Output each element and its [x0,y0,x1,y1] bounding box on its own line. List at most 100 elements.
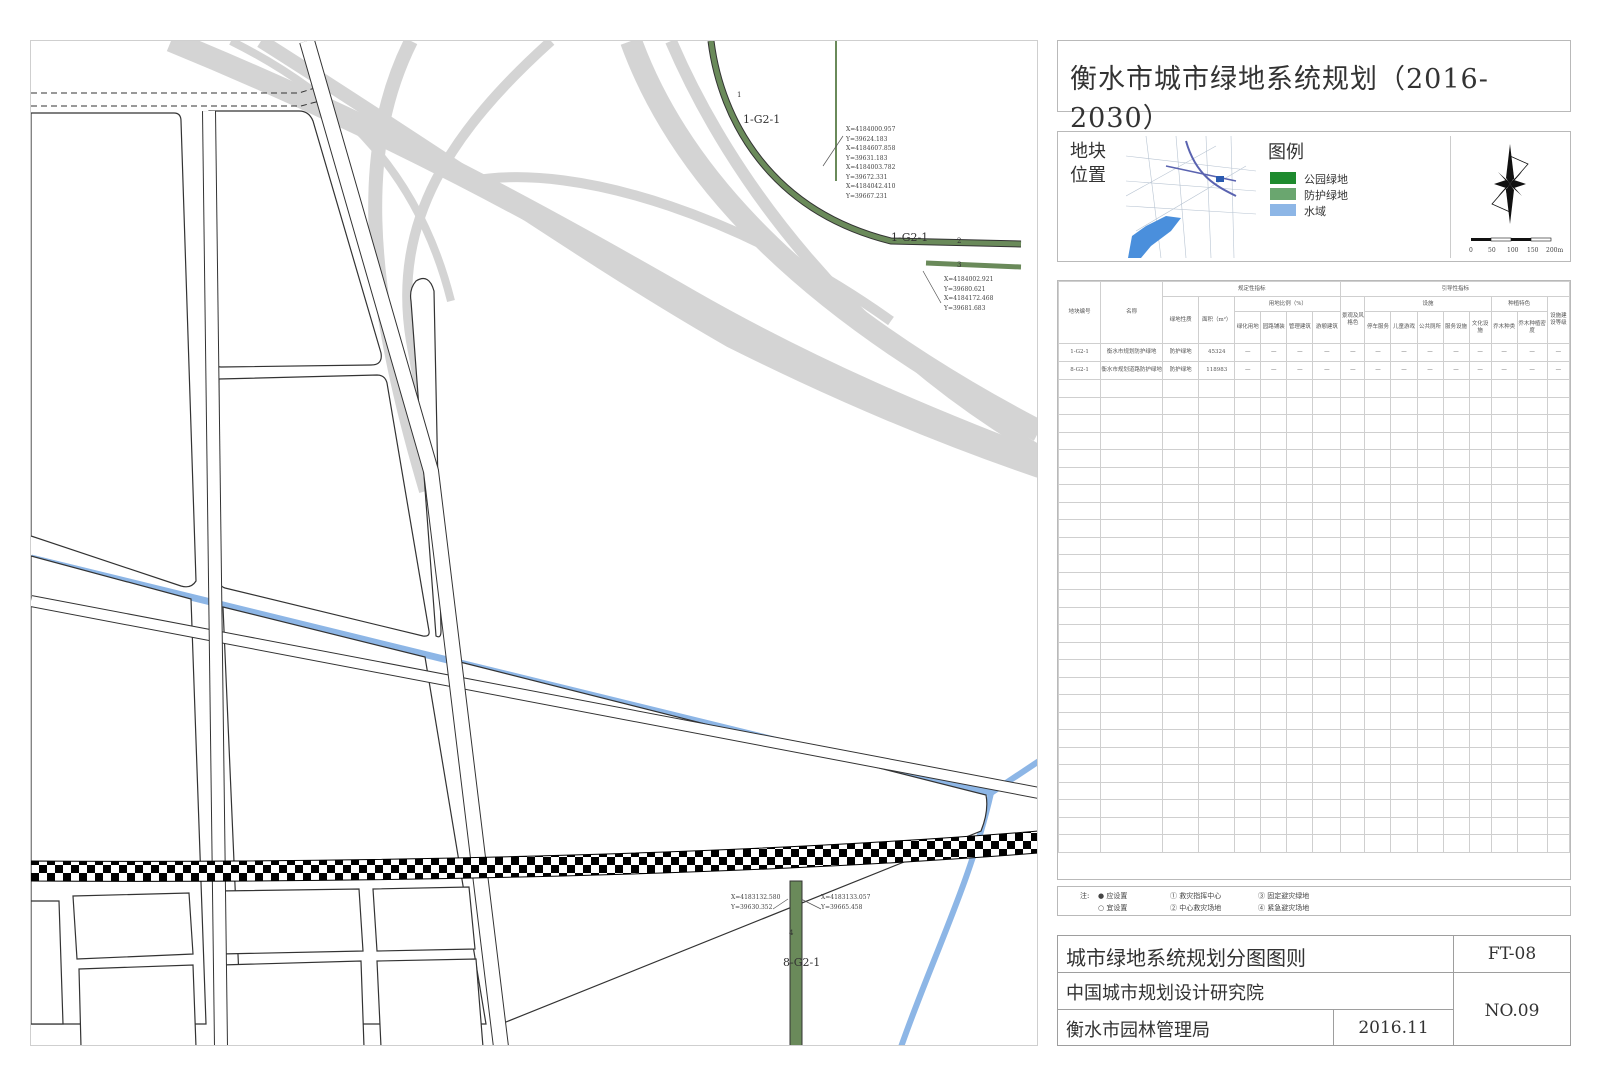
table-cell [1057,414,1102,433]
table-cell [1234,781,1262,800]
table-cell [1162,554,1200,573]
table-cell [1490,799,1518,818]
table-cell [1198,606,1236,625]
table-cell [1416,711,1444,730]
table-cell [1390,816,1418,835]
table-cell [1442,466,1470,485]
location-mini-map[interactable] [1126,136,1256,258]
table-cell [1490,431,1518,450]
table-cell [1162,624,1200,643]
road-diagonal-fill [300,41,508,1045]
legend-label: 水域 [1304,205,1326,218]
table-cell [1260,606,1288,625]
table-cell [1390,519,1418,538]
table-cell [1490,781,1518,800]
coordinate-list-top: X=4184000.957 Y=39624.183 X=4184607.858 … [846,125,895,201]
table-cell: — [1364,361,1392,380]
table-cell [1416,431,1444,450]
table-cell [1234,571,1262,590]
marker-label: 4 [789,929,794,937]
coord-value: Y=39630.352 [731,903,773,911]
table-cell [1260,781,1288,800]
table-cell [1100,624,1164,643]
table-cell [1490,501,1518,520]
table-cell [1364,466,1392,485]
table-cell [1416,466,1444,485]
table-cell [1364,554,1392,573]
coord-value: X=4184607.858 [846,145,896,152]
table-cell [1390,659,1418,678]
table-cell [1546,501,1571,520]
table-empty-row [1057,571,1571,590]
table-cell [1260,466,1288,485]
map-canvas[interactable]: 1-G2-1 1-G2-1 8-G2-1 1 2 3 4 X=4184000.9… [30,40,1038,1046]
table-cell [1260,799,1288,818]
table-cell [1234,816,1262,835]
table-cell [1340,659,1366,678]
table-cell [1162,676,1200,695]
table-cell [1286,746,1314,765]
table-cell [1416,816,1444,835]
table-cell: — [1390,361,1418,380]
table-cell [1057,449,1102,468]
col-header: 绿化用地 [1234,311,1262,344]
table-cell [1442,571,1470,590]
table-cell [1312,659,1342,678]
table-cell [1490,816,1518,835]
table-cell [1234,501,1262,520]
table-cell [1442,659,1470,678]
location-label: 地块位置 [1070,141,1106,186]
table-cell [1312,536,1342,555]
scale-label: 150 [1527,247,1539,254]
table-cell [1390,694,1418,713]
table-cell [1442,589,1470,608]
table-cell [1198,676,1236,695]
table-cell [1468,711,1492,730]
table-cell [1100,711,1164,730]
table-cell [1442,781,1470,800]
table-cell [1442,606,1470,625]
table-cell [1468,799,1492,818]
table-cell [1390,589,1418,608]
table-cell [1546,606,1571,625]
table-cell [1490,589,1518,608]
table-cell [1390,414,1418,433]
table-cell [1468,659,1492,678]
table-cell [1468,816,1492,835]
col-header: 名称 [1100,281,1164,344]
table-cell [1516,746,1548,765]
table-empty-row [1057,659,1571,678]
table-cell [1364,834,1392,853]
table-cell [1390,431,1418,450]
table-cell [1416,659,1444,678]
table-cell [1468,414,1492,433]
table-cell [1516,729,1548,748]
table-cell: 防护绿地 [1162,343,1200,362]
table-cell [1340,554,1366,573]
note-item: ③ 固定避灾绿地 [1258,892,1310,900]
table-cell [1234,466,1262,485]
parcel-8-G2-1[interactable] [789,880,803,1046]
table-cell [1260,746,1288,765]
parcel-1-G2-1-strip[interactable] [708,41,1022,247]
table-cell [1312,571,1342,590]
coord-value: X=4184003.782 [846,164,896,171]
note-item: ● 应设置 [1098,892,1128,900]
col-header: 停车服务 [1364,311,1392,344]
table-cell [1442,431,1470,450]
table-cell [1390,554,1418,573]
table-cell [1490,571,1518,590]
table-cell [1057,589,1102,608]
table-cell [1057,501,1102,520]
legend-title: 图例 [1268,142,1304,163]
table-cell [1234,379,1262,398]
table-cell [1198,379,1236,398]
note-item: ② 中心救灾场地 [1170,904,1222,912]
table-cell [1312,554,1342,573]
table-cell [1286,694,1314,713]
group-header: 规定性指标 [1162,281,1342,297]
table-cell [1546,519,1571,538]
parcel-1-G2-1-strip-b[interactable] [925,260,1022,270]
